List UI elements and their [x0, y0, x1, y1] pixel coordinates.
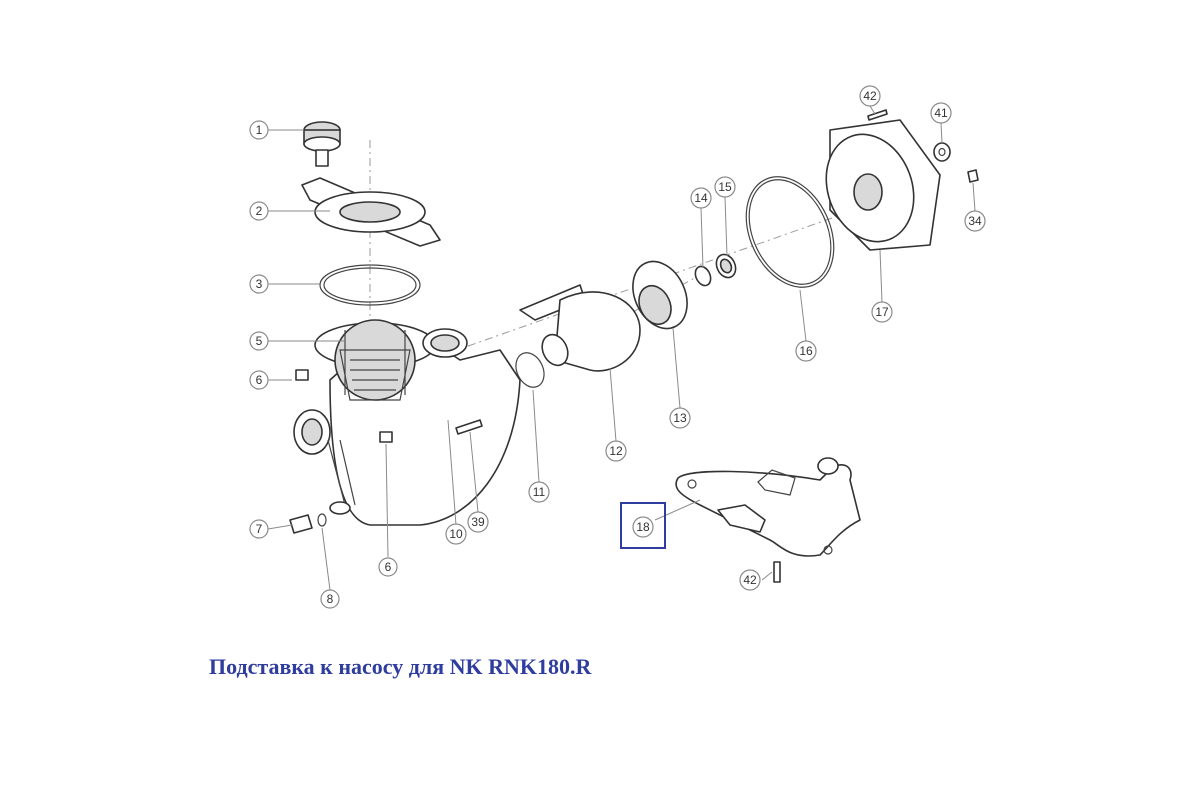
callout-13: 13 [669, 407, 691, 429]
svg-text:14: 14 [694, 191, 708, 205]
part-42-bolt-top [867, 109, 888, 121]
strainer-basket [339, 349, 411, 401]
callout-1: 1 [249, 120, 269, 140]
part-14-seal [694, 265, 712, 287]
svg-text:8: 8 [327, 592, 334, 606]
part-13-impeller [632, 260, 688, 330]
callout-5: 5 [249, 331, 269, 351]
callout-10: 10 [445, 523, 467, 545]
part-11-oring [515, 352, 545, 388]
svg-text:5: 5 [256, 334, 263, 348]
callout-17: 17 [871, 301, 893, 323]
callout-14: 14 [690, 187, 712, 209]
callout-39: 39 [467, 511, 489, 533]
svg-text:1: 1 [256, 123, 263, 137]
part-1-knob [303, 121, 341, 167]
callout-2: 2 [249, 201, 269, 221]
part-15-seal [715, 253, 737, 279]
svg-text:17: 17 [875, 305, 889, 319]
part-7-drain-plug [289, 514, 313, 534]
svg-text:2: 2 [256, 204, 263, 218]
callout-11: 11 [528, 481, 550, 503]
callout-41: 41 [930, 102, 952, 124]
callout-3: 3 [249, 274, 269, 294]
highlight-box-part-18 [620, 502, 666, 549]
part-12-diffuser [519, 284, 641, 372]
svg-text:7: 7 [256, 522, 263, 536]
pump-housing [293, 319, 521, 526]
svg-text:10: 10 [449, 527, 463, 541]
svg-text:3: 3 [256, 277, 263, 291]
svg-text:13: 13 [673, 411, 687, 425]
callout-12: 12 [605, 440, 627, 462]
part-3-oring [319, 264, 421, 306]
svg-text:34: 34 [968, 214, 982, 228]
callout-6-left: 6 [249, 370, 269, 390]
part-34-nut [967, 169, 979, 183]
svg-text:11: 11 [533, 485, 546, 499]
callout-42-bottom: 42 [739, 569, 761, 591]
part-41-washer [933, 142, 951, 162]
svg-text:42: 42 [743, 573, 757, 587]
callout-15: 15 [714, 176, 736, 198]
svg-text:16: 16 [799, 344, 813, 358]
part-39-screw [455, 419, 483, 435]
callout-8: 8 [320, 589, 340, 609]
part-42-bolt-bottom [773, 561, 781, 583]
svg-text:15: 15 [718, 180, 732, 194]
part-16-large-oring [745, 176, 835, 288]
svg-text:42: 42 [863, 89, 877, 103]
leader-lines [267, 105, 976, 591]
svg-text:12: 12 [609, 444, 623, 458]
svg-text:18: 18 [636, 520, 650, 534]
callout-18: 18 [632, 516, 654, 538]
caption: Подставка к насосу для NK RNK180.R [209, 654, 592, 679]
part-8-oring [317, 513, 327, 527]
callout-16: 16 [795, 340, 817, 362]
part-18-pump-base [675, 457, 861, 557]
callout-7: 7 [249, 519, 269, 539]
part-17-seal-plate [825, 119, 941, 251]
callout-34: 34 [964, 210, 986, 232]
svg-text:6: 6 [385, 560, 392, 574]
svg-text:39: 39 [471, 515, 485, 529]
callout-6-bottom: 6 [378, 557, 398, 577]
callout-42-top: 42 [859, 85, 881, 107]
svg-text:6: 6 [256, 373, 263, 387]
svg-text:41: 41 [934, 106, 948, 120]
part-2-lid [301, 177, 441, 247]
